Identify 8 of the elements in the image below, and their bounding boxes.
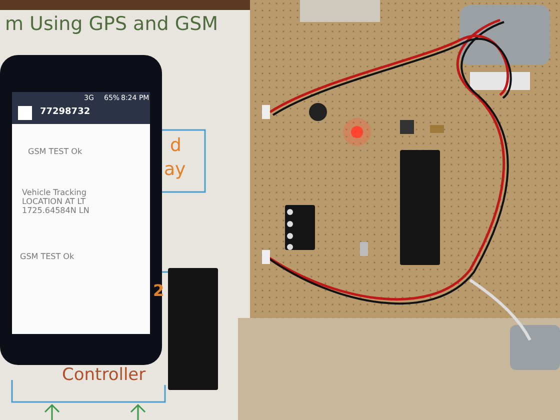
message-text: GSM TEST Ok [20, 252, 74, 262]
handwritten-text: ay [164, 160, 186, 181]
message-text: Vehicle Tracking LOCATION AT LT 1725.64584N LN [22, 188, 90, 216]
handwritten-text: d [170, 136, 182, 157]
phone-number: 77298732 [40, 107, 90, 118]
heading-text: m Using GPS and GSM [5, 14, 218, 36]
message-text: GSM TEST Ok [28, 147, 82, 156]
handwritten-text: Controller [62, 366, 146, 386]
